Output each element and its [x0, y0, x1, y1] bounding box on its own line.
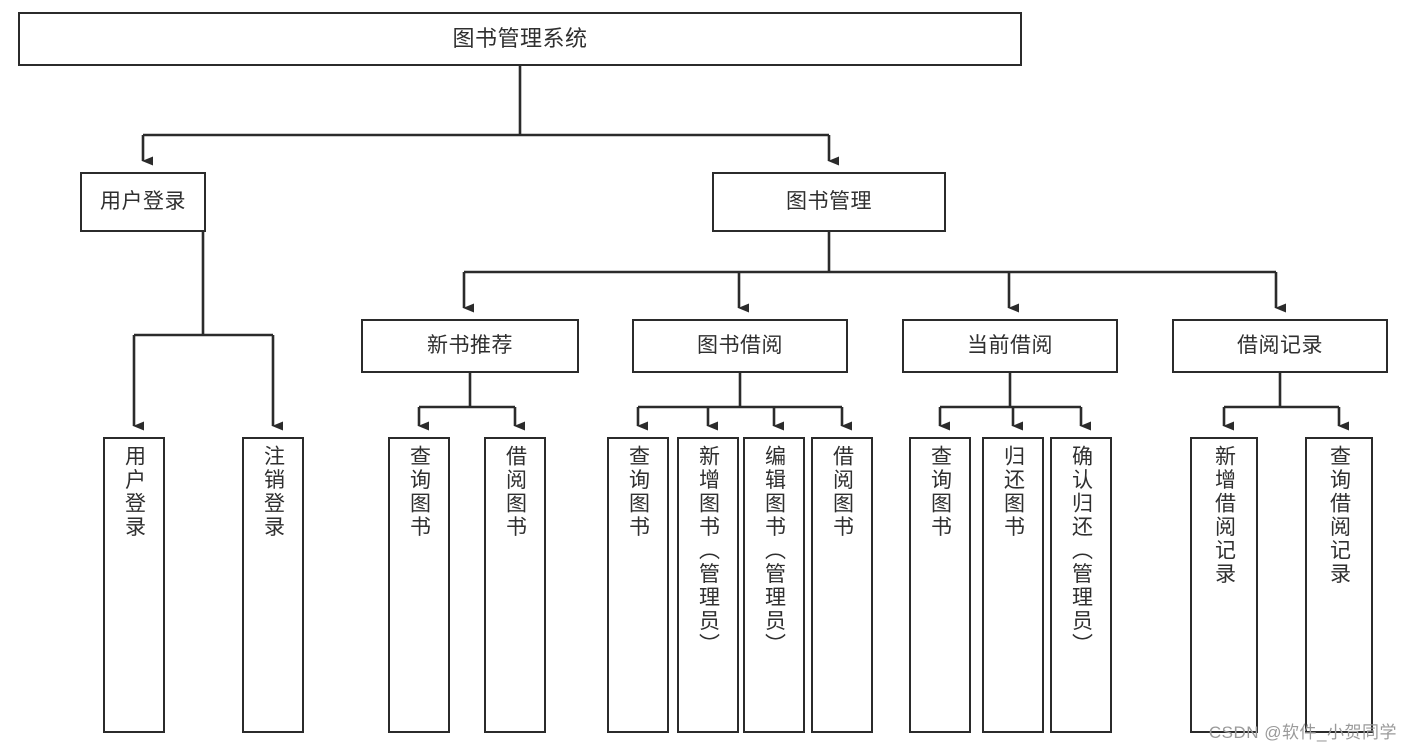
node-label: 当前借阅 — [967, 333, 1053, 357]
node-level3-1[interactable]: 图书借阅 — [632, 319, 848, 373]
node-label: 注销登录 — [261, 445, 285, 539]
node-leaf-10[interactable]: 确认归还（管理员） — [1050, 437, 1112, 733]
node-leaf-8[interactable]: 查询图书 — [909, 437, 971, 733]
node-level2-0[interactable]: 用户登录 — [80, 172, 206, 232]
watermark-text: CSDN @软件_小贺同学 — [1208, 723, 1397, 742]
node-level3-2[interactable]: 当前借阅 — [902, 319, 1118, 373]
node-leaf-7[interactable]: 借阅图书 — [811, 437, 873, 733]
node-label: 借阅图书 — [503, 445, 527, 539]
node-leaf-9[interactable]: 归还图书 — [982, 437, 1044, 733]
node-label: 图书管理系统 — [452, 26, 588, 52]
node-level3-0[interactable]: 新书推荐 — [361, 319, 579, 373]
node-leaf-0[interactable]: 用户登录 — [103, 437, 165, 733]
node-label: 借阅记录 — [1237, 333, 1323, 357]
node-label: 查询借阅记录 — [1327, 445, 1351, 586]
node-label: 确认归还（管理员） — [1069, 445, 1093, 657]
node-leaf-2[interactable]: 查询图书 — [388, 437, 450, 733]
node-label: 用户登录 — [100, 189, 186, 213]
node-label: 查询图书 — [626, 445, 650, 539]
node-level2-1[interactable]: 图书管理 — [712, 172, 946, 232]
node-leaf-11[interactable]: 新增借阅记录 — [1190, 437, 1258, 733]
node-label: 新增图书（管理员） — [696, 445, 720, 657]
node-leaf-1[interactable]: 注销登录 — [242, 437, 304, 733]
node-label: 借阅图书 — [830, 445, 854, 539]
node-leaf-3[interactable]: 借阅图书 — [484, 437, 546, 733]
node-label: 归还图书 — [1001, 445, 1025, 539]
node-label: 图书管理 — [786, 189, 872, 213]
node-label: 用户登录 — [122, 445, 146, 539]
node-leaf-6[interactable]: 编辑图书（管理员） — [743, 437, 805, 733]
node-root[interactable]: 图书管理系统 — [18, 12, 1022, 66]
node-label: 编辑图书（管理员） — [762, 445, 786, 657]
node-level3-3[interactable]: 借阅记录 — [1172, 319, 1388, 373]
node-label: 查询图书 — [407, 445, 431, 539]
node-leaf-5[interactable]: 新增图书（管理员） — [677, 437, 739, 733]
node-leaf-4[interactable]: 查询图书 — [607, 437, 669, 733]
node-leaf-12[interactable]: 查询借阅记录 — [1305, 437, 1373, 733]
node-label: 图书借阅 — [697, 333, 783, 357]
node-label: 新书推荐 — [427, 333, 513, 357]
node-label: 查询图书 — [928, 445, 952, 539]
node-label: 新增借阅记录 — [1212, 445, 1236, 586]
